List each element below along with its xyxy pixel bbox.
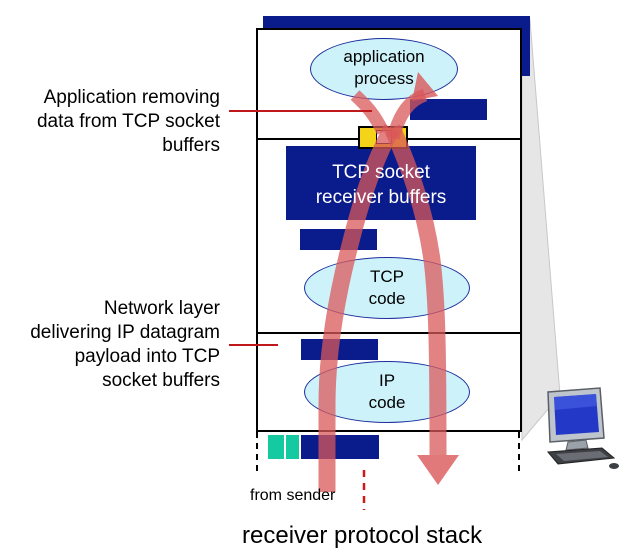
tcp-socket-label-line2: receiver buffers: [315, 187, 447, 208]
application-label-line2: process: [354, 69, 414, 88]
app-removing-line1: Application removing: [43, 87, 220, 108]
network-layer-line2: delivering IP datagram: [30, 322, 220, 343]
tcp-label-line2: code: [368, 289, 406, 308]
app-removing-line2: data from TCP socket: [36, 111, 220, 132]
tcp-socket-label-line1: TCP socket: [332, 162, 430, 183]
network-layer-line4: socket buffers: [102, 370, 220, 391]
tcp-code-label: TCP code: [304, 266, 470, 310]
app-layer-buffer-block: [410, 99, 487, 120]
application-process-label: application process: [310, 46, 458, 90]
tcp-label-line1: TCP: [370, 267, 404, 286]
frame-header-block-1: [268, 435, 284, 459]
computer-icon: [546, 387, 619, 469]
app-removing-line3: buffers: [162, 135, 220, 156]
tcp-socket-label: TCP socket receiver buffers: [286, 160, 476, 210]
ip-label-line2: code: [368, 393, 406, 412]
app-removing-annotation: Application removing data from TCP socke…: [0, 86, 220, 158]
application-process-ellipse: [310, 38, 458, 100]
ip-code-label: IP code: [304, 370, 470, 414]
ip-label-line1: IP: [378, 371, 396, 390]
network-layer-annotation: Network layer delivering IP datagram pay…: [0, 297, 220, 393]
from-sender-label: from sender: [250, 487, 336, 504]
network-layer-line3: payload into TCP: [74, 346, 220, 367]
frame-header-block-2: [286, 435, 299, 459]
application-label-line1: application: [343, 47, 425, 66]
caption: receiver protocol stack: [242, 522, 483, 549]
network-layer-line1: Network layer: [103, 298, 220, 319]
incoming-frame-block: [301, 435, 379, 459]
ip-datagram-block: [301, 339, 378, 360]
